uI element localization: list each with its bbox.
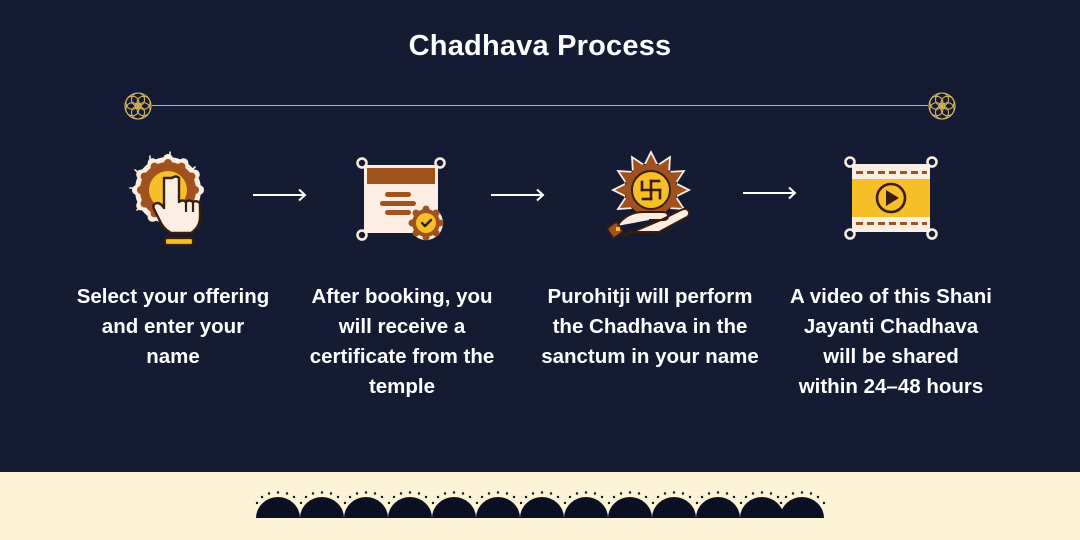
step-2-line: After booking, you [311, 285, 493, 308]
hand-tap-icon [129, 151, 204, 247]
page-title: Chadhava Process [408, 30, 672, 62]
video-play-icon [844, 156, 938, 240]
step-4-line: will be shared [823, 345, 959, 368]
rosette-icon [928, 92, 956, 120]
offering-hand-swastika-icon [606, 150, 691, 239]
step-4-line: within 24–48 hours [798, 375, 984, 398]
arrow-right-icon [491, 188, 545, 202]
rosette-icon [124, 92, 152, 120]
scallop-border-decoration [255, 491, 826, 518]
step-2-line: will receive a [338, 315, 466, 338]
step-4-line: Jayanti Chadhava [803, 315, 979, 338]
step-1-line: name [146, 345, 200, 368]
step-4-text: A video of this Shani Jayanti Chadhava w… [771, 282, 1011, 402]
step-2-line: temple [368, 375, 436, 398]
step-3-line: Purohitji will perform [547, 285, 753, 308]
arrow-right-icon [743, 186, 797, 200]
step-3-line: sanctum in your name [541, 345, 759, 368]
step-1-text: Select your offering and enter your name [53, 282, 293, 372]
certificate-icon [356, 157, 446, 241]
step-4-line: A video of this Shani [790, 285, 992, 308]
step-1-line: Select your offering [76, 285, 270, 308]
step-3-line: the Chadhava in the [552, 315, 748, 338]
process-panel: Chadhava Process [0, 0, 1080, 472]
step-2-text: After booking, you will receive a certif… [282, 282, 522, 402]
step-3-text: Purohitji will perform the Chadhava in t… [530, 282, 770, 372]
arrow-right-icon [253, 188, 307, 202]
step-2-line: certificate from the [309, 345, 495, 368]
step-1-line: and enter your [101, 315, 245, 338]
divider-line [152, 105, 928, 106]
